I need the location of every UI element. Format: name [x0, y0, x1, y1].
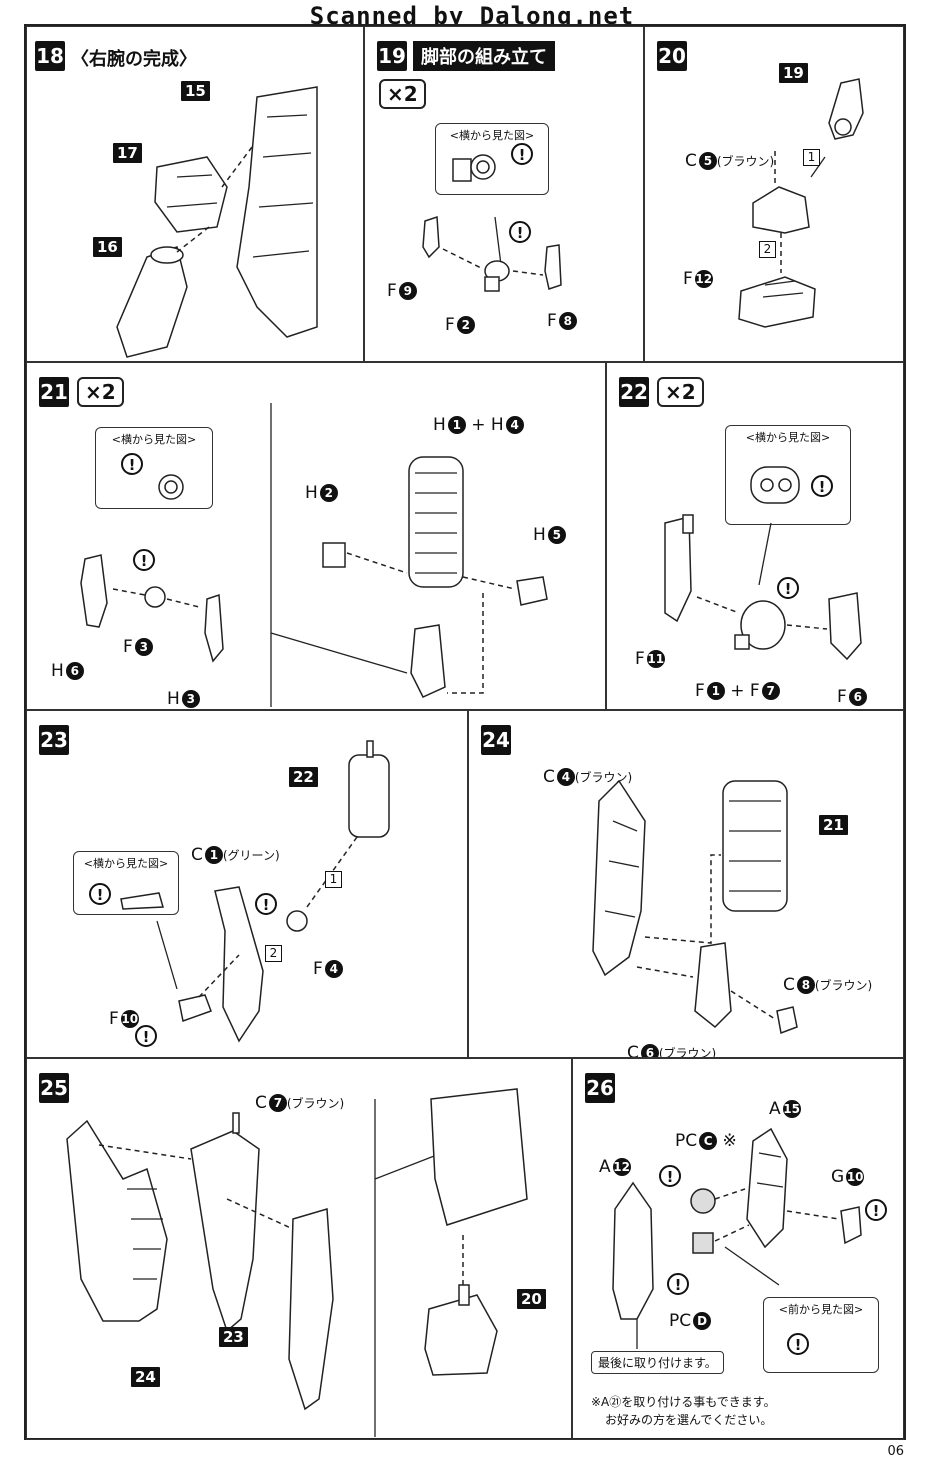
- step-18-panel: 18 〈右腕の完成〉 15 17 16: [26, 26, 364, 362]
- footnote-line-2: お好みの方を選んでください。: [605, 1413, 773, 1427]
- assembly-order-2: 2: [265, 945, 282, 962]
- step-number: 26: [585, 1073, 615, 1103]
- knee-joint-drawing: [664, 466, 862, 661]
- callout-title: <横から見た図>: [449, 129, 535, 142]
- step-number: 21: [39, 377, 69, 407]
- side-view-callout: <横から見た図>: [95, 427, 213, 509]
- warning-icon: !: [777, 577, 799, 599]
- part-tag-24: 24: [131, 1367, 160, 1387]
- multiplier-badge: ×2: [77, 377, 124, 407]
- warning-icon: !: [511, 143, 533, 165]
- part-tag-22: 22: [289, 767, 318, 787]
- warning-icon: !: [787, 1333, 809, 1355]
- part-tag-23: 23: [219, 1327, 248, 1347]
- multiplier-badge: ×2: [379, 79, 426, 109]
- page-number: 06: [887, 1444, 904, 1459]
- warning-icon: !: [121, 453, 143, 475]
- step-number: 18: [35, 41, 65, 71]
- multiplier-badge: ×2: [657, 377, 704, 407]
- leg-armor-drawing: [66, 1088, 528, 1437]
- step-number: 22: [619, 377, 649, 407]
- warning-icon: !: [135, 1025, 157, 1047]
- part-tag-21: 21: [819, 815, 848, 835]
- instruction-page: 18 〈右腕の完成〉 15 17 16 19 脚部の組み立て ×2 <横から見た…: [24, 24, 906, 1440]
- callout-title: <横から見た図>: [745, 431, 831, 444]
- leg-base-drawing: [738, 78, 864, 328]
- front-view-callout: <前から見た図>: [763, 1297, 879, 1373]
- step-number: 25: [39, 1073, 69, 1103]
- assembly-order-1: 1: [803, 149, 820, 166]
- attach-last-note: 最後に取り付けます。: [591, 1351, 724, 1374]
- warning-icon: !: [659, 1165, 681, 1187]
- warning-icon: !: [811, 475, 833, 497]
- step-number: 23: [39, 725, 69, 755]
- warning-icon: !: [89, 883, 111, 905]
- step-number: 19: [377, 41, 407, 71]
- callout-title: <前から見た図>: [778, 1303, 864, 1316]
- warning-icon: !: [865, 1199, 887, 1221]
- arm-assembly-drawing: [116, 86, 318, 358]
- leg-frame-drawing: [592, 779, 798, 1035]
- callout-title: <横から見た図>: [111, 433, 197, 446]
- step-number: 20: [657, 41, 687, 71]
- step-title: 脚部の組み立て: [413, 41, 555, 71]
- foot-armor-drawing: [612, 1127, 862, 1349]
- part-tag-19: 19: [779, 63, 808, 83]
- track-assembly-drawing: [80, 403, 548, 707]
- warning-icon: !: [509, 221, 531, 243]
- assembly-order-2: 2: [759, 241, 776, 258]
- part-tag-16: 16: [93, 237, 122, 257]
- footnote-line-1: ※A㉑を取り付ける事もできます。: [591, 1395, 776, 1409]
- part-tag-15: 15: [181, 81, 210, 101]
- lower-leg-drawing: [120, 740, 390, 1043]
- callout-title: <横から見た図>: [83, 857, 169, 870]
- part-tag-17: 17: [113, 143, 142, 163]
- assembly-order-1: 1: [325, 871, 342, 888]
- part-tag-20: 20: [517, 1289, 546, 1309]
- warning-icon: !: [667, 1273, 689, 1295]
- step-number: 24: [481, 725, 511, 755]
- step-title: 〈右腕の完成〉: [71, 49, 197, 70]
- warning-icon: !: [255, 893, 277, 915]
- warning-icon: !: [133, 549, 155, 571]
- leg-joint-drawing: [422, 154, 562, 292]
